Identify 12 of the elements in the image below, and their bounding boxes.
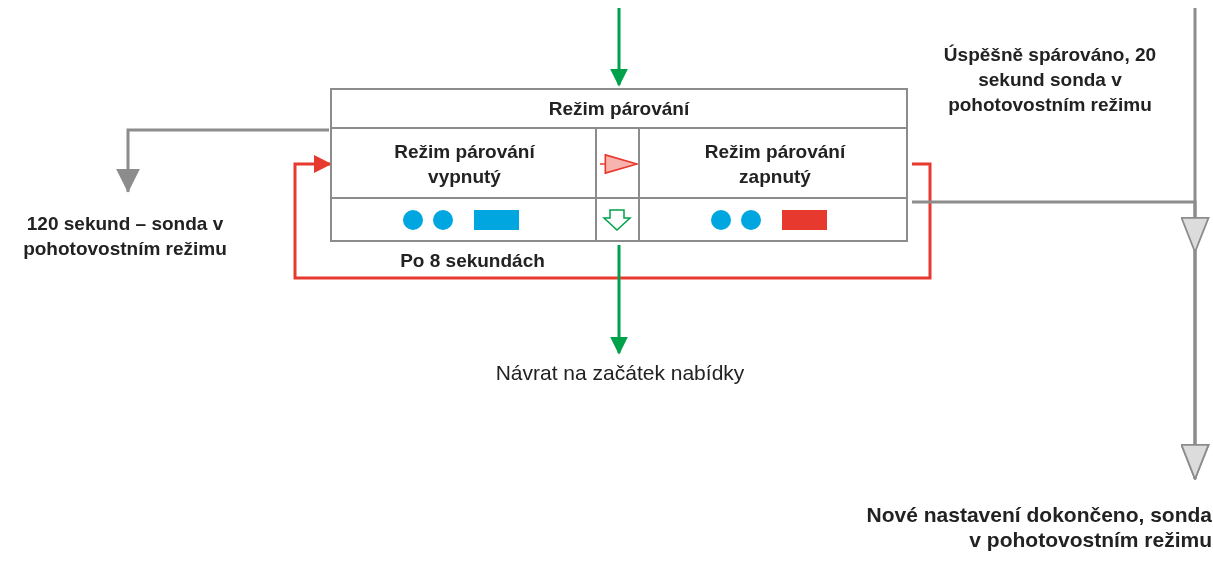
arrow	[116, 128, 329, 193]
arrow	[599, 154, 638, 174]
status-text: 120 sekund – sonda v pohotovostním režimu	[5, 196, 245, 276]
state-label: Režim párování vypnutý	[332, 129, 597, 199]
arrow	[610, 245, 628, 355]
state-label: Režim párování zapnutý	[640, 129, 910, 199]
return-text: Návrat na začátek nabídky	[360, 356, 880, 388]
table-heading: Režim párování	[547, 97, 691, 121]
status-text: Nové nastavení dokončeno, sonda v pohotovostním režimu	[850, 484, 1212, 569]
arrow	[1181, 8, 1210, 480]
arrow	[293, 155, 932, 280]
arrow	[610, 8, 628, 87]
